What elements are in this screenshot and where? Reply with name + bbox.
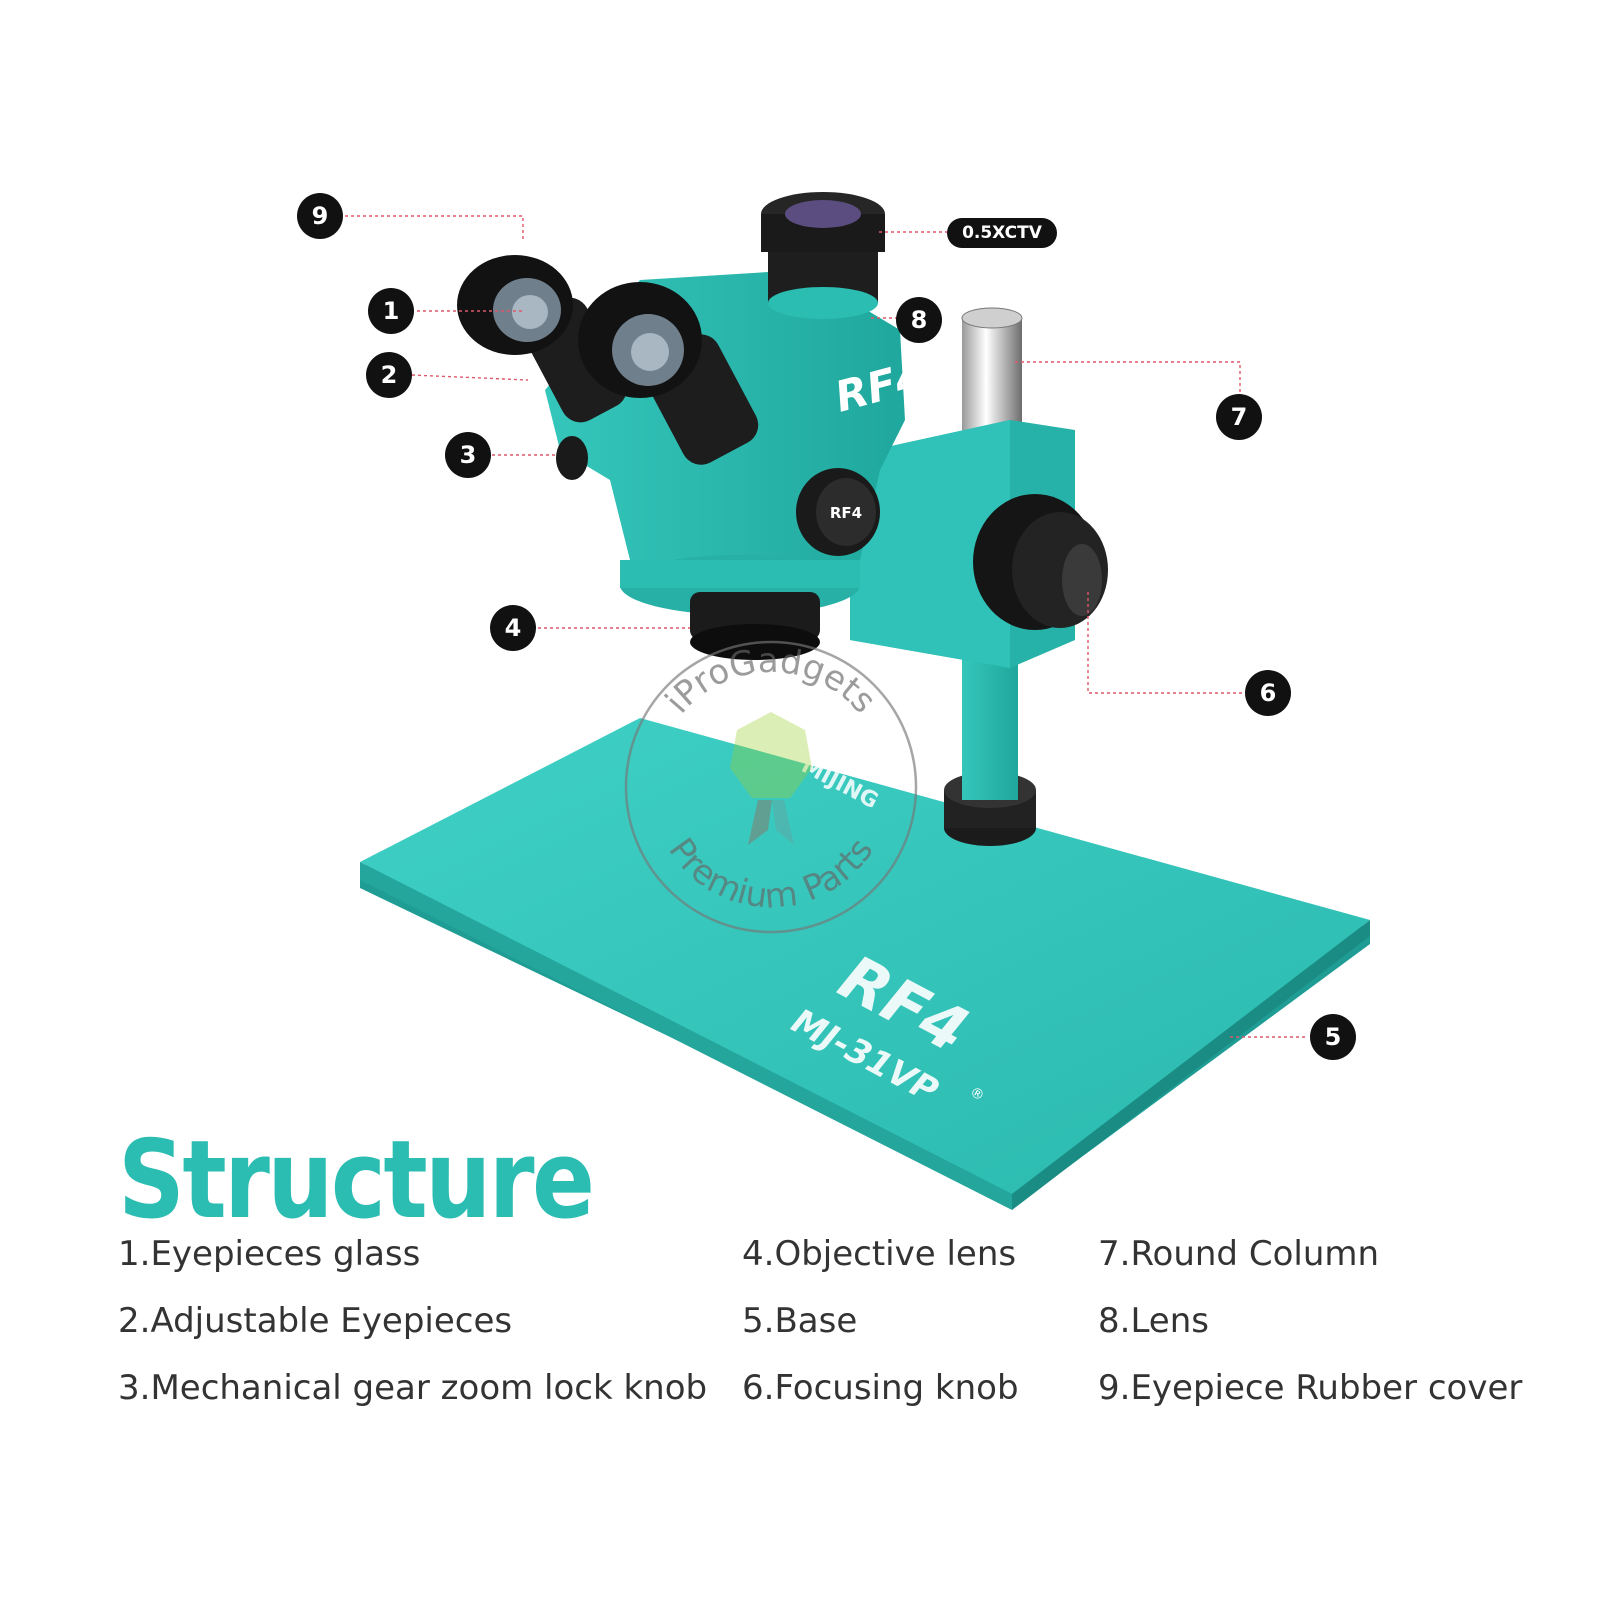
eyepiece-left	[457, 255, 628, 423]
callout-badge-4: 4	[490, 605, 536, 651]
callout-badge-6: 6	[1245, 670, 1291, 716]
legend-item-3: 3.Mechanical gear zoom lock knob	[118, 1368, 708, 1408]
callout-badge-4-label: 4	[505, 614, 522, 642]
callout-badge-3-label: 3	[460, 441, 477, 469]
leader-2	[411, 374, 529, 381]
legend-item-9: 9.Eyepiece Rubber cover	[1098, 1368, 1523, 1408]
watermark-top-text: iProGadgets	[658, 641, 884, 721]
legend-item-8: 8.Lens	[1098, 1301, 1209, 1341]
leader-6	[1087, 592, 1243, 694]
zoom-knob: RF4	[796, 468, 880, 556]
page-title: Structure	[118, 1118, 595, 1243]
callout-badge-2: 2	[366, 352, 412, 398]
callout-badge-6-label: 6	[1260, 679, 1277, 707]
legend-item-2: 2.Adjustable Eyepieces	[118, 1301, 513, 1341]
registered-mark: ®	[967, 1084, 987, 1105]
legend-item-4: 4.Objective lens	[742, 1234, 1017, 1274]
leader-9	[345, 215, 524, 240]
callout-badge-ctv-label: 0.5XCTV	[962, 223, 1043, 243]
callout-badge-1-label: 1	[383, 297, 400, 325]
leader-lines	[345, 215, 1308, 1038]
legend-item-7: 7.Round Column	[1098, 1234, 1380, 1274]
focusing-knob	[973, 494, 1108, 630]
base-plate	[360, 718, 1370, 1210]
legend-item-6: 6.Focusing knob	[742, 1368, 1019, 1408]
zoom-lock-knob	[556, 436, 588, 480]
eyepiece-right	[578, 282, 759, 465]
callout-badge-7-label: 7	[1231, 403, 1248, 431]
knob-brand-label: RF4	[830, 504, 862, 522]
callout-badge-ctv: 0.5XCTV	[947, 218, 1057, 248]
legend-item-5: 5.Base	[742, 1301, 858, 1341]
callout-badge-7: 7	[1216, 394, 1262, 440]
callout-badge-1: 1	[368, 288, 414, 334]
svg-text:iProGadgets: iProGadgets	[658, 641, 884, 721]
callout-badge-3: 3	[445, 432, 491, 478]
legend-item-1: 1.Eyepieces glass	[118, 1234, 421, 1274]
callout-badge-8: 8	[896, 297, 942, 343]
callout-badge-5: 5	[1310, 1014, 1356, 1060]
callout-badge-5-label: 5	[1325, 1023, 1342, 1051]
watermark-badge-icon	[730, 712, 812, 845]
callout-badge-8-label: 8	[911, 306, 928, 334]
callout-badge-9-label: 9	[312, 202, 329, 230]
callout-badge-9: 9	[297, 193, 343, 239]
callout-badge-2-label: 2	[381, 361, 398, 389]
leader-7	[1015, 361, 1241, 392]
ctv-port	[761, 192, 885, 319]
callout-badges: 9 1 2 3 4 8 7 6	[297, 193, 1356, 1060]
